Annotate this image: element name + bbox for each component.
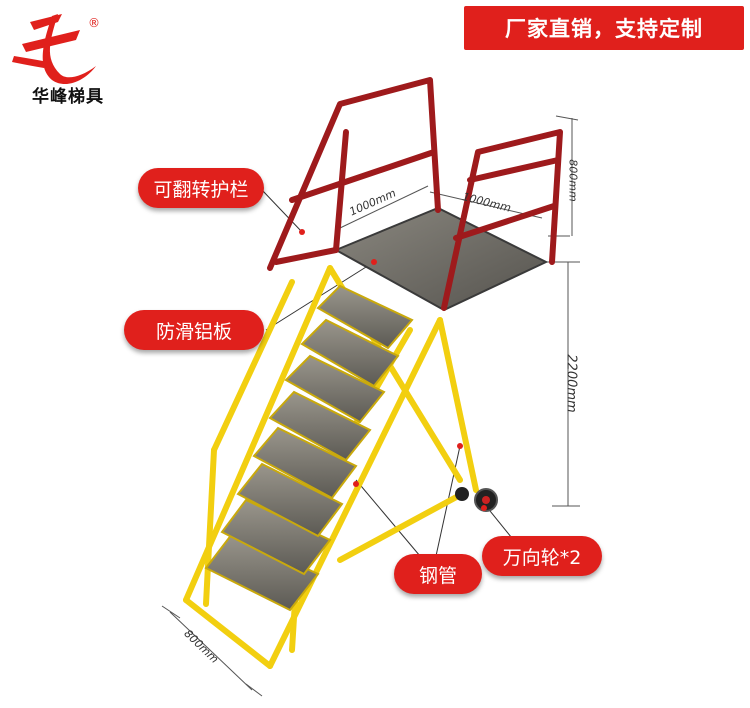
- ladder-steps: [204, 284, 414, 612]
- dim-rail-height: 800mm: [566, 159, 580, 202]
- callout-pipe: 钢管: [394, 554, 482, 594]
- brand-logo-icon: [12, 14, 96, 85]
- callout-platform: 防滑铝板: [124, 310, 264, 350]
- promo-banner: 厂家直销，支持定制: [464, 6, 744, 50]
- registered-mark: ®: [88, 16, 100, 30]
- dimension-lines: [161, 115, 580, 697]
- callout-guardrail: 可翻转护栏: [138, 168, 264, 208]
- callout-wheel: 万向轮*2: [482, 536, 602, 576]
- dim-platform-height: 2200mm: [563, 354, 579, 413]
- platform-deck: [333, 206, 549, 312]
- caster-wheel-icon: [455, 487, 498, 512]
- brand-name: 华峰梯具: [32, 87, 104, 107]
- flip-guardrail: [267, 77, 563, 311]
